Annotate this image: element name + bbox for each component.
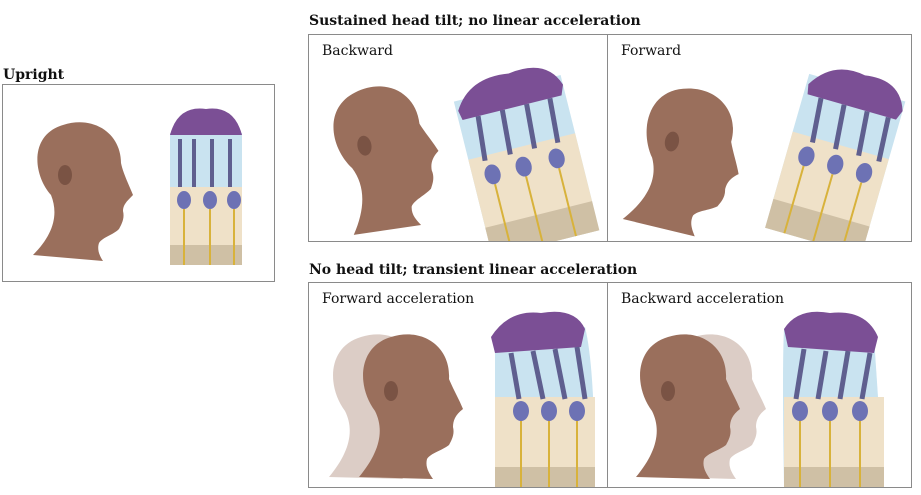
upright-panel <box>2 84 275 282</box>
ear-icon <box>58 165 72 185</box>
macula-section <box>491 311 595 487</box>
forward-illustration <box>622 69 906 241</box>
backward-illustration <box>333 67 600 241</box>
backward-panel: Backward <box>308 34 608 242</box>
forward-label: Forward <box>621 43 682 59</box>
backward-label: Backward <box>322 43 393 59</box>
ear-icon <box>357 135 372 156</box>
backward-acceleration-illustration <box>636 311 884 487</box>
ear-icon <box>664 131 680 152</box>
ear-icon <box>384 381 398 401</box>
linear-acceleration-title: No head tilt; transient linear accelerat… <box>309 262 638 278</box>
backward-acceleration-label: Backward acceleration <box>621 291 785 307</box>
macula-section <box>170 108 242 265</box>
head-profile <box>333 86 439 235</box>
otoconia <box>491 311 585 353</box>
backward-acceleration-panel: Backward acceleration <box>607 282 912 488</box>
forward-acceleration-label: Forward acceleration <box>322 291 475 307</box>
macula-section <box>765 69 906 241</box>
macula-section <box>783 311 884 487</box>
forward-acceleration-panel: Forward acceleration <box>308 282 608 488</box>
head-profile <box>359 334 463 479</box>
upright-title: Upright <box>3 67 65 83</box>
otoconia <box>458 67 563 121</box>
head-profile <box>622 88 739 237</box>
head-tilt-title: Sustained head tilt; no linear accelerat… <box>309 13 641 29</box>
otoconia <box>784 311 878 353</box>
head-profile <box>33 122 133 262</box>
otoconia <box>807 69 903 120</box>
forward-acceleration-illustration <box>329 311 595 487</box>
macula-section <box>453 67 600 241</box>
upright-illustration <box>33 108 242 265</box>
forward-panel: Forward <box>607 34 912 242</box>
head-profile <box>636 334 740 479</box>
otoconia <box>170 108 242 135</box>
ear-icon <box>661 381 675 401</box>
